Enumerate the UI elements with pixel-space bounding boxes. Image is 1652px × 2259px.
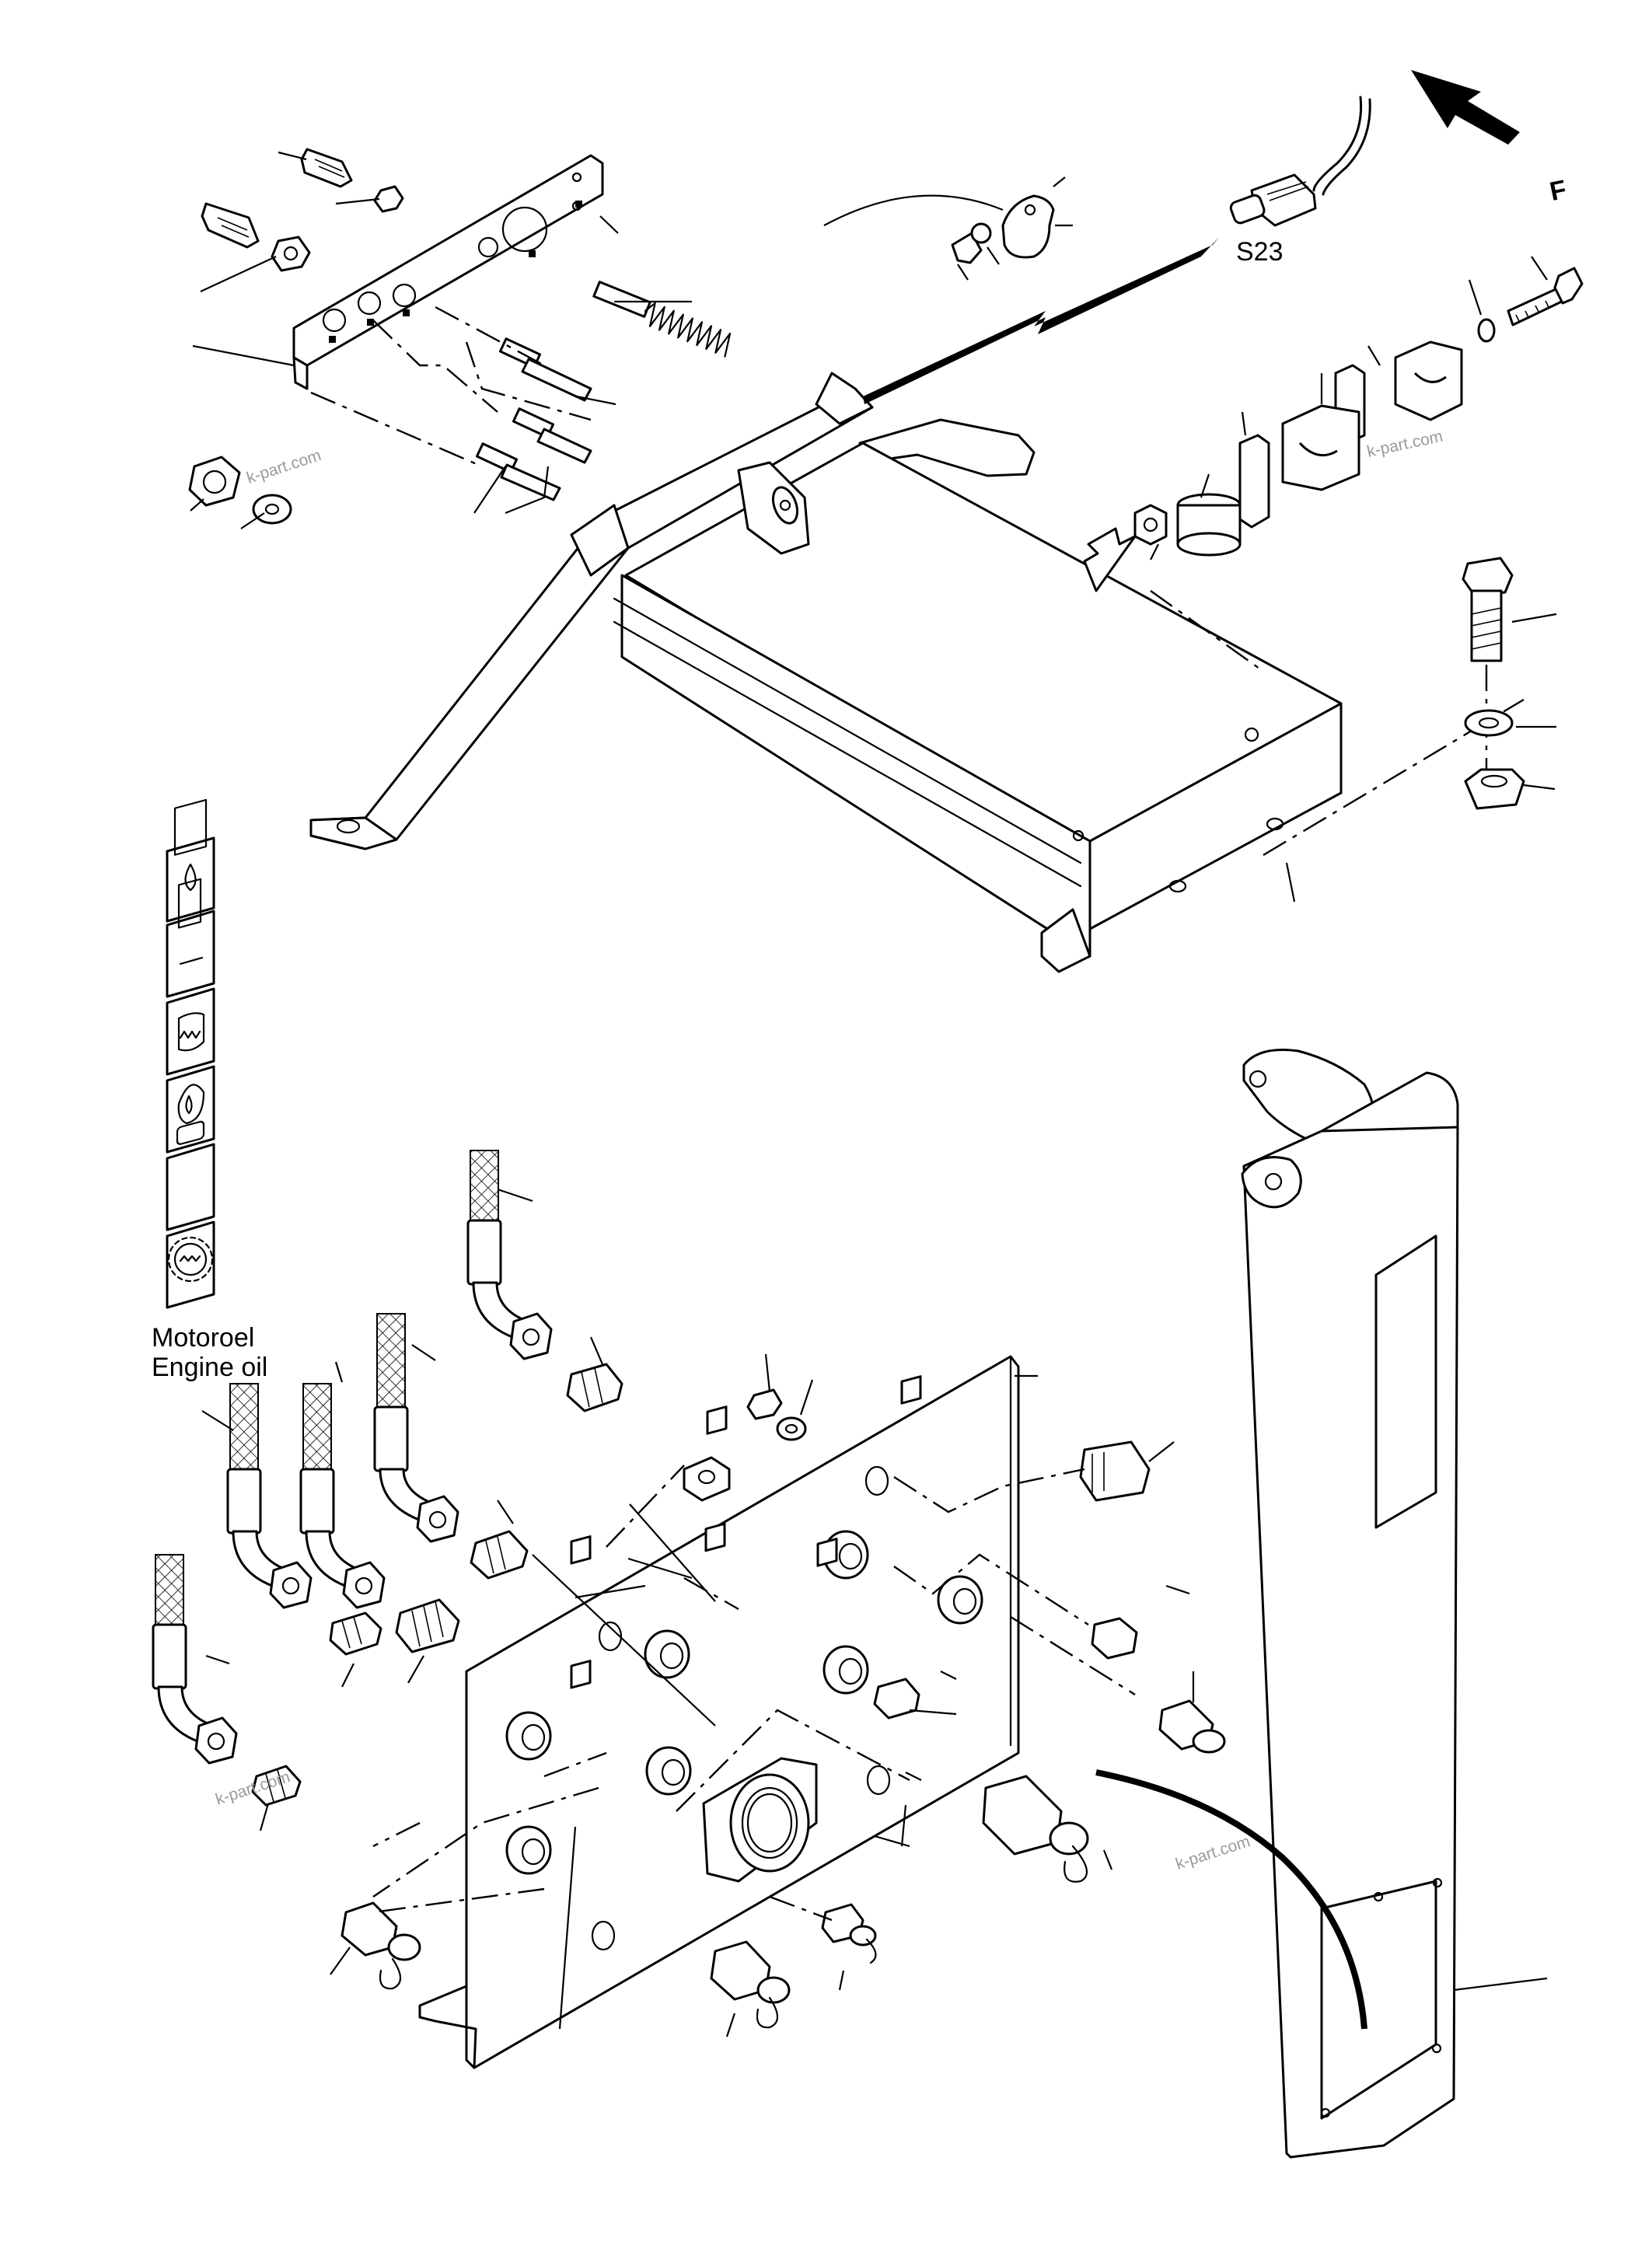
mounting-plate-top bbox=[292, 154, 604, 390]
watermark-3: k-part.com bbox=[213, 1768, 292, 1809]
sensor-label: S23 bbox=[1236, 237, 1284, 267]
nut-washer-lower-left bbox=[188, 456, 292, 525]
hose-3 bbox=[373, 1313, 459, 1543]
filter-icon bbox=[166, 878, 215, 998]
spring bbox=[592, 281, 732, 358]
symbol-legend bbox=[166, 798, 215, 1309]
watermark-1: k-part.com bbox=[244, 446, 323, 487]
quick-couplings bbox=[341, 1699, 1226, 2029]
direction-arrow-icon bbox=[1411, 70, 1520, 145]
heater-icon bbox=[166, 987, 215, 1076]
hose-1 bbox=[226, 1383, 313, 1609]
sensor-s23 bbox=[1229, 96, 1371, 227]
leader-lines-bottom bbox=[201, 1188, 1195, 2037]
decal-drop bbox=[570, 1535, 592, 1565]
oil-drop-icon bbox=[166, 1065, 215, 1154]
level-gauge-icon bbox=[166, 1120, 215, 1231]
side-bracket bbox=[1241, 1048, 1548, 2159]
bolt-washer-nut bbox=[1462, 557, 1557, 810]
decal-filter bbox=[816, 1538, 838, 1567]
sensor-clamp bbox=[823, 176, 1073, 281]
decal-oil-2 bbox=[900, 1375, 922, 1405]
oil-can-icon bbox=[166, 798, 215, 923]
bolt-clamp-set bbox=[1133, 256, 1584, 560]
hoses-top-left bbox=[475, 337, 592, 501]
frame bbox=[309, 372, 1343, 973]
sensor-cable bbox=[863, 237, 1219, 404]
gear-icon bbox=[166, 1220, 215, 1309]
oil-label-de: Motoroel bbox=[152, 1323, 254, 1353]
decal-level bbox=[704, 1522, 726, 1552]
hose-2 bbox=[299, 1383, 386, 1609]
direction-label: F bbox=[1547, 175, 1569, 207]
control-panel bbox=[418, 1355, 1020, 2069]
fitting-top-1 bbox=[300, 148, 404, 213]
hose-adapters bbox=[251, 1363, 731, 1807]
decal-oil bbox=[706, 1405, 728, 1435]
watermark-4: k-part.com bbox=[1173, 1832, 1252, 1873]
watermark-2: k-part.com bbox=[1365, 428, 1444, 461]
fitting-top-2 bbox=[201, 202, 311, 272]
oil-label-en: Engine oil bbox=[152, 1353, 267, 1382]
hose-4 bbox=[466, 1150, 553, 1360]
hose-5 bbox=[152, 1554, 238, 1765]
panel-bolts bbox=[746, 1388, 1151, 1720]
decal-gear bbox=[570, 1660, 592, 1689]
leader-lines-top-left bbox=[190, 151, 692, 529]
cable bbox=[1095, 1769, 1367, 2030]
level-gauge bbox=[702, 1757, 818, 1883]
pointer-arrow-icon bbox=[1083, 527, 1137, 592]
